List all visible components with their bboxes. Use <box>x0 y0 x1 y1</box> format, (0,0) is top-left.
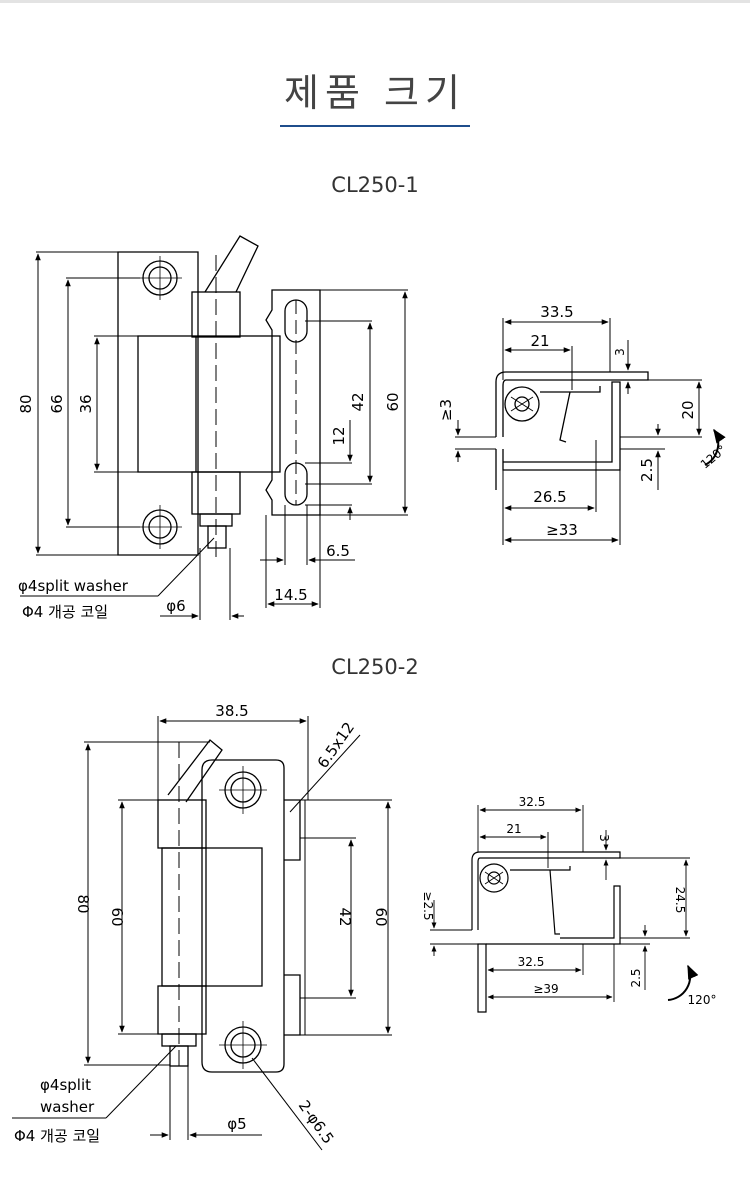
dim-2-5-2: 2.5 <box>629 968 643 987</box>
dim-phi5: φ5 <box>227 1115 246 1133</box>
dim-24-5: 24.5 <box>673 887 687 914</box>
washer-label: φ4split washer <box>18 577 129 595</box>
dim-phi6: φ6 <box>166 597 185 615</box>
dim-36: 36 <box>77 394 95 413</box>
cl250-1-front-view <box>117 235 321 560</box>
cl250-1-side-dimensions <box>455 318 726 545</box>
cl250-2-side-dimensions <box>430 805 699 1002</box>
dim-ge3: ≥3 <box>437 399 455 421</box>
top-divider <box>0 0 750 3</box>
dim-80: 80 <box>17 394 35 413</box>
model-label-cl250-1: CL250-1 <box>331 173 419 197</box>
dim-80-2: 80 <box>74 894 92 913</box>
pin-end <box>207 525 227 549</box>
spring-arm <box>204 235 259 293</box>
dim-21-2: 21 <box>506 822 521 836</box>
dim-12: 12 <box>330 426 348 445</box>
rear-slot-lower <box>284 974 301 1036</box>
coil-label-2: Φ4 개공 코일 <box>14 1127 100 1145</box>
dim-3: 3 <box>613 348 627 356</box>
dim-60b: 60 <box>372 907 390 926</box>
hinge-body-2 <box>161 847 263 987</box>
dim-ge33: ≥33 <box>546 521 578 539</box>
dim-3-2: 3 <box>597 834 611 842</box>
angle-120: 120° <box>698 442 729 471</box>
cl250-1-side-view <box>495 371 649 490</box>
title-underline <box>280 125 470 127</box>
spring-leg-2 <box>549 869 560 935</box>
dim-42: 42 <box>349 392 367 411</box>
page-title: 제품 크기 <box>284 71 466 115</box>
cl250-1-front-dimensions <box>20 251 408 620</box>
knuckle-upper-2 <box>157 799 207 849</box>
knuckle-lower-2 <box>157 985 207 1035</box>
right-leaf <box>265 289 321 516</box>
dim-60a: 60 <box>108 907 126 926</box>
dim-26-5: 26.5 <box>533 488 566 506</box>
leaf-upper <box>495 371 649 437</box>
washer-label-2b: washer <box>40 1098 95 1116</box>
dim-32-5b: 32.5 <box>518 955 545 969</box>
dim-20: 20 <box>679 400 697 419</box>
dim-66: 66 <box>48 394 66 413</box>
front-leaf-2 <box>201 759 285 1073</box>
dim-slot: 6.5x12 <box>314 719 358 772</box>
leaf-lower <box>495 381 621 490</box>
washer-label-2a: φ4split <box>40 1076 91 1094</box>
dim-ge39: ≥39 <box>533 982 558 996</box>
leaf-lower-2 <box>477 943 487 1013</box>
leaf-lower-bend <box>486 885 621 945</box>
leaf-upper-2 <box>471 851 621 930</box>
coil-label: Φ4 개공 코일 <box>22 603 108 621</box>
spring-coil <box>504 386 540 422</box>
dim-6-5: 6.5 <box>326 542 350 560</box>
dim-60: 60 <box>384 392 402 411</box>
dim-42-2: 42 <box>336 907 354 926</box>
dim-38-5: 38.5 <box>215 702 248 720</box>
cl250-2-side-view <box>471 851 621 1013</box>
angle-120-2: 120° <box>688 993 717 1007</box>
dim-ge2-5: ≥2.5 <box>421 891 435 920</box>
dim-33-5: 33.5 <box>540 303 573 321</box>
model-label-cl250-2: CL250-2 <box>331 655 419 679</box>
rear-slot-upper <box>284 799 301 861</box>
cl250-2-front-dimensions <box>12 716 392 1151</box>
spring-arm-2 <box>167 739 223 803</box>
dim-2-5: 2.5 <box>638 458 656 482</box>
spring-coil-2 <box>479 863 509 893</box>
cl250-2-front-view <box>157 739 306 1073</box>
hinge-body <box>137 335 281 473</box>
dim-14-5: 14.5 <box>274 586 307 604</box>
spring-leg <box>559 391 571 443</box>
dim-32-5: 32.5 <box>519 795 546 809</box>
dim-21: 21 <box>530 332 549 350</box>
